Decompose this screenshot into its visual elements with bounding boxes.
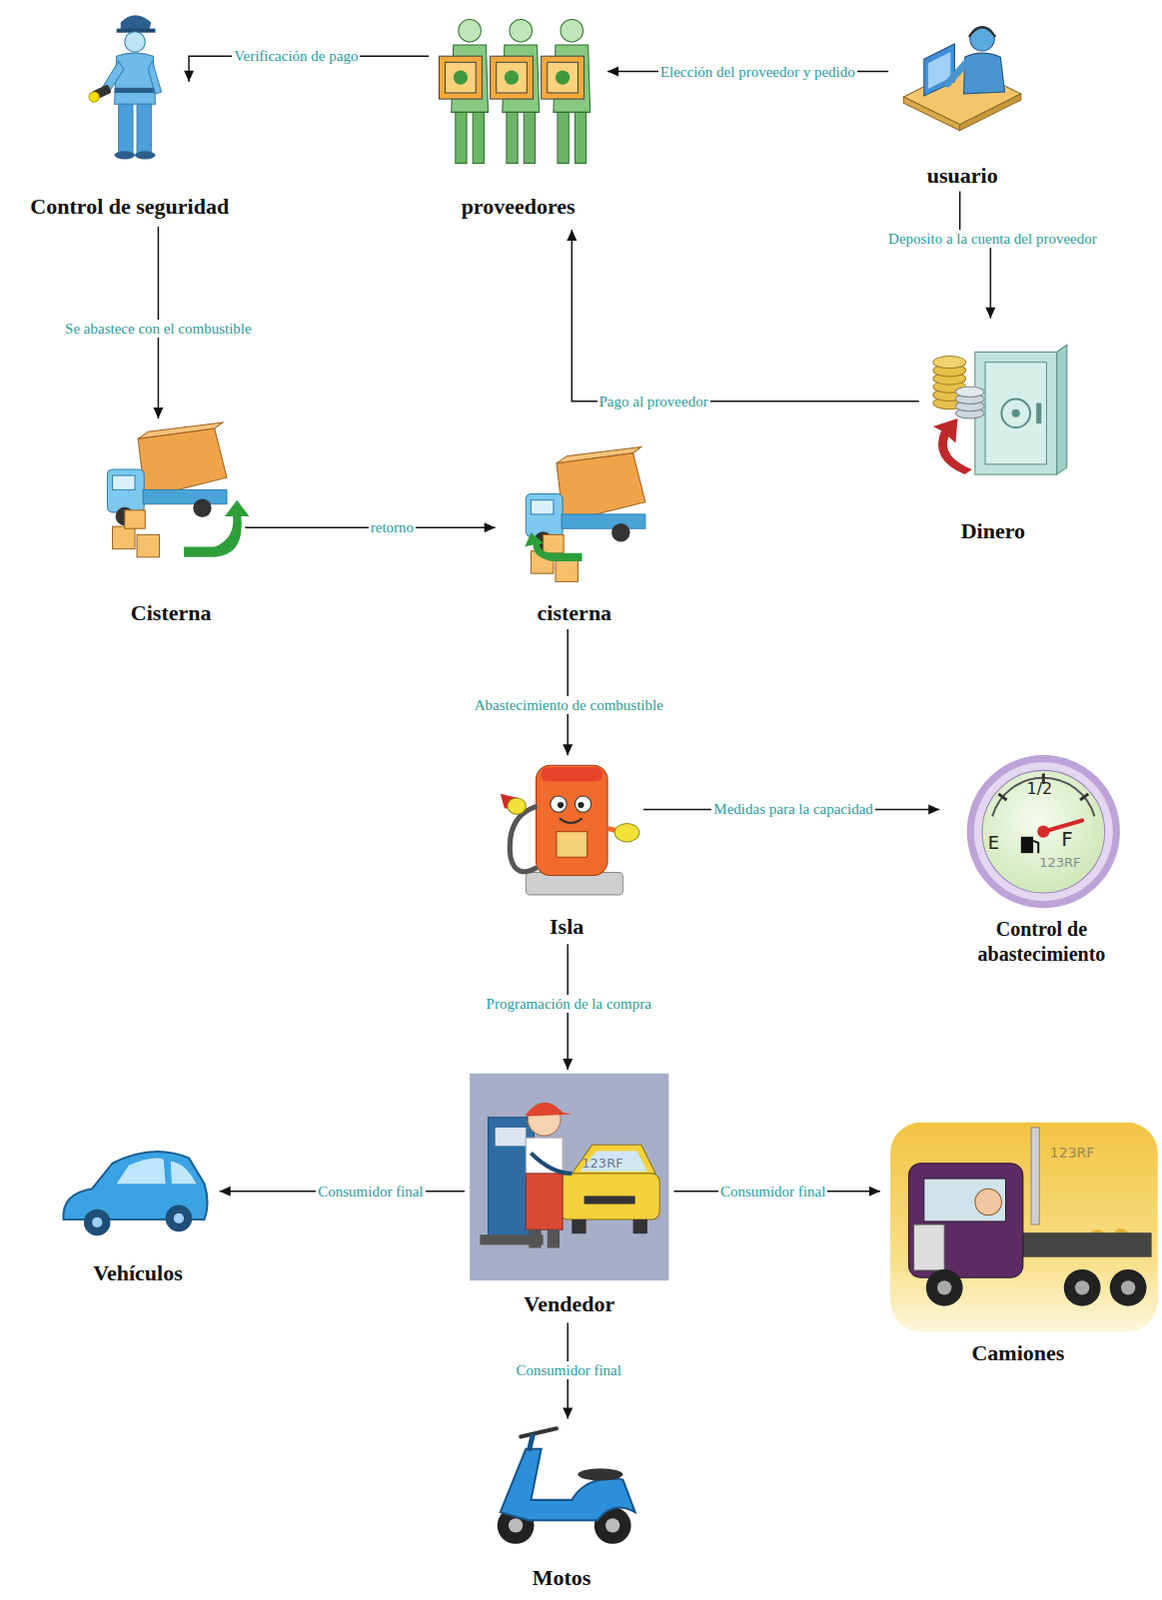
edge-label: Deposito a la cuenta del proveedor [886,229,1100,248]
security-guard-icon [88,14,162,159]
fuel-gauge-icon [967,755,1121,909]
icon-node: cisterna [495,444,654,630]
seller-illustration [469,1074,669,1281]
fuel-pump-icon [500,765,640,896]
arrow-head [566,229,577,241]
flow-arrow [562,629,573,756]
edge-label: Verificación de pago [231,46,360,65]
node-label: Vendedor [523,1290,615,1319]
edge-label: Consumidor final [315,1182,425,1201]
node-label: cisterna [537,599,613,628]
node-label: Dinero [961,517,1026,546]
arrow-head [562,1059,573,1071]
arrow-head [219,1186,231,1197]
gauge-mark: 1/2 [1027,780,1054,799]
node-label: Cisterna [130,599,212,628]
tanker-truck-icon [524,446,646,582]
edge-label: Abastecimiento de combustible [472,696,666,715]
edge-label: Consumidor final [514,1361,624,1380]
icon-node: Dinero [919,318,1068,547]
arrow-head [562,744,573,756]
icon-node: Control de seguridad [7,81,251,227]
tanker-truck-icon [106,422,249,558]
arrow-head [484,522,496,533]
arrow-head [985,307,996,319]
node-label: Isla [549,913,584,942]
edge-label: retorno [368,518,416,537]
edge-label: Medidas para la capacidad [711,800,876,819]
suppliers-icon [438,18,590,163]
icon-node: Camiones [880,1118,1157,1374]
gauge-mark: E [988,833,1000,854]
icon-node: Motos [479,1419,644,1596]
arrow-head [152,407,163,419]
icon-node: Isla [490,755,644,945]
node-label: Vehículos [92,1259,183,1288]
node-label: Camiones [971,1339,1065,1368]
flow-arrow [960,191,997,319]
edge-label: Elección del proveedor y pedido [658,62,858,81]
flow-arrow [566,229,919,402]
connector-line [960,191,992,319]
edge-label: Pago al proveedor [597,392,711,411]
arrow-head [607,66,619,77]
gauge-mark: F [1061,828,1074,851]
connector-line [571,229,919,402]
edge-label: Consumidor final [718,1182,828,1201]
icon-node: proveedores [428,4,608,230]
arrow-head [562,1408,573,1420]
car-icon [62,1152,207,1236]
money-safe-icon [933,344,1068,475]
connector-line [566,629,569,756]
watermark: 123RF [1050,1146,1096,1162]
user-computer-icon [903,26,1021,131]
node-label: proveedores [461,192,576,221]
watermark: 123RF [1039,856,1081,871]
arrow-head [928,804,940,815]
scooter-icon [497,1428,636,1544]
icon-node: usuario [888,9,1037,191]
arrow-head [869,1186,881,1197]
icon-node: Cisterna [96,418,245,630]
truck-illustration [890,1123,1159,1332]
arrow-head [183,70,194,82]
icon-node: Vendedor [464,1070,675,1323]
node-label: Control de seguridad [29,192,229,221]
icon-node: Vehículos [55,1133,220,1291]
edge-label: Se abastece con el combustible [62,319,254,338]
node-label: Motos [532,1564,592,1593]
watermark: 123RF [581,1157,623,1171]
node-label: usuario [927,161,999,190]
node-label: Control de abastecimiento [956,917,1127,968]
edge-label: Programación de la compra [484,995,654,1014]
